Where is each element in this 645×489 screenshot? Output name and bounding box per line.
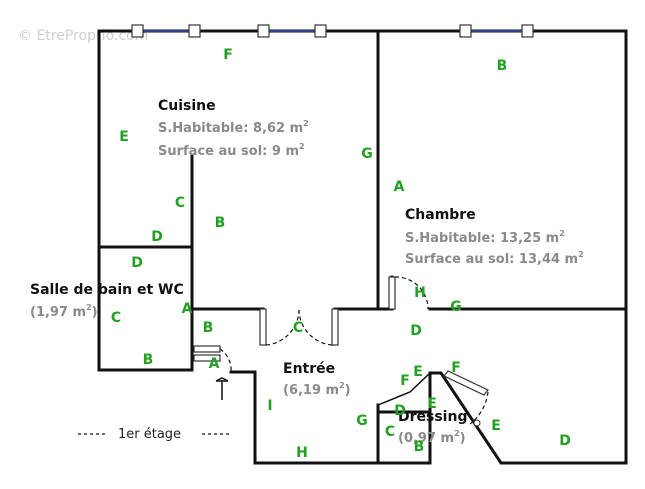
wall-label: C [111,310,121,326]
room-area: (6,19 m2) [283,381,351,398]
wall-label: B [143,352,154,368]
room-area: Surface au sol: 9 m2 [158,142,305,159]
room-name: Cuisine [158,98,216,114]
door-leaf [259,308,267,346]
wall-label: F [451,360,461,376]
door-leaf [388,276,396,310]
wall-label: B [203,320,214,336]
room-area: S.Habitable: 8,62 m2 [158,119,309,136]
door-leaf [331,308,339,346]
room-dressing: Dressing (0,97 m2) [398,409,467,446]
walls [97,29,628,465]
wall-label: D [131,255,143,271]
window-frame [459,24,472,38]
wall-label: D [394,403,406,419]
wall-label: A [182,301,193,317]
wall-label: D [410,323,422,339]
wall-label: B [497,58,508,74]
wall-label: A [209,356,220,372]
floor-legend: 1er étage [78,427,232,442]
wall-label: C [293,320,303,336]
room-name: Entrée [283,361,335,377]
room-name: Salle de bain et WC [30,282,184,298]
room-area: Surface au sol: 13,44 m2 [405,250,584,267]
wall-label: B [215,215,226,231]
wall-label: E [427,396,437,412]
wall-label: G [361,146,373,162]
wall-label: H [414,285,426,301]
wall-label: F [400,373,410,389]
floor-label: 1er étage [118,427,181,442]
wall-label: E [491,418,501,434]
wall-label: E [413,364,423,380]
door-leaf [193,345,221,353]
wall-label: C [385,424,395,440]
door-handle [473,419,481,427]
room-salle-de-bain: Salle de bain et WC (1,97 m2) [30,282,184,320]
wall-label: D [151,229,163,245]
wall-label: B [414,439,425,455]
doors [193,276,489,427]
wall-label: F [223,47,233,63]
wall-label: I [267,398,272,414]
room-name: Dressing [398,409,467,425]
door-leaf [443,370,489,396]
room-cuisine: Cuisine S.Habitable: 8,62 m2 Surface au … [158,98,309,159]
wall-label: C [175,195,185,211]
window-frame [188,24,201,38]
door-leaf [193,354,221,362]
wall-label: H [296,445,308,461]
window-frame [314,24,327,38]
wall-label: D [559,433,571,449]
window-frame [521,24,534,38]
room-entree: Entrée (6,19 m2) [283,361,351,398]
wall-label: G [450,299,462,315]
room-chambre: Chambre S.Habitable: 13,25 m2 Surface au… [405,207,584,267]
windows [131,24,534,38]
room-name: Chambre [405,207,476,223]
window-frame [131,24,144,38]
window-frame [257,24,270,38]
wall-label: A [394,179,405,195]
room-area: (0,97 m2) [398,429,466,446]
wall-label: G [356,413,368,429]
wall-label: E [119,129,129,145]
room-area: (1,97 m2) [30,303,98,320]
room-area: S.Habitable: 13,25 m2 [405,229,565,246]
